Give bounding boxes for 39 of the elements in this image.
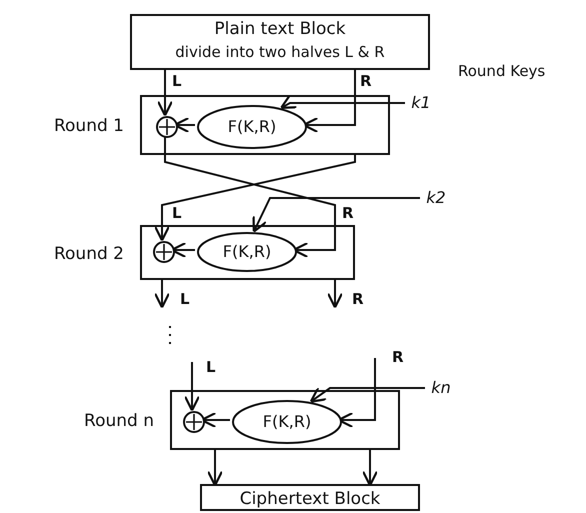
arrow: [154, 280, 170, 309]
function-ellipse: [197, 232, 297, 272]
round-label: Round 2: [54, 244, 124, 264]
arrow: [362, 450, 378, 487]
function-label: F(K,R): [222, 242, 272, 261]
function-ellipse: [197, 105, 307, 149]
block-note: divide into two halves L & R: [174, 43, 386, 61]
block-title: Ciphertext Block: [238, 489, 382, 509]
half-label: R: [392, 348, 404, 366]
arrow: [310, 386, 425, 403]
arrow: [326, 280, 344, 309]
arrow: [156, 70, 174, 117]
arrow: [206, 450, 224, 487]
arrow: [154, 155, 356, 242]
half-label: L: [206, 358, 216, 376]
function-ellipse: [232, 400, 342, 444]
arrow: [184, 362, 200, 412]
half-label: L: [172, 204, 182, 222]
key-label: kn: [425, 377, 457, 399]
arrow: [164, 136, 336, 258]
arrow: [252, 197, 420, 233]
block-box: [130, 14, 430, 70]
half-label: R: [352, 290, 364, 308]
key-label: k2: [420, 187, 452, 209]
function-label: F(K,R): [262, 412, 312, 431]
xor-symbol: [153, 241, 175, 263]
half-label: L: [180, 290, 190, 308]
round-label: Round n: [84, 411, 154, 431]
function-label: F(K,R): [226, 117, 278, 136]
half-label: R: [360, 72, 372, 90]
xor-symbol: [156, 116, 178, 138]
half-label: R: [342, 204, 354, 222]
half-label: L: [172, 72, 182, 90]
round-label: Round 1: [54, 116, 124, 136]
block-title: Plain text Block: [213, 19, 347, 39]
block-box: [200, 484, 420, 511]
key-label: k1: [405, 92, 437, 114]
legend-heading: Round Keys: [458, 62, 546, 80]
xor-symbol: [183, 411, 205, 433]
